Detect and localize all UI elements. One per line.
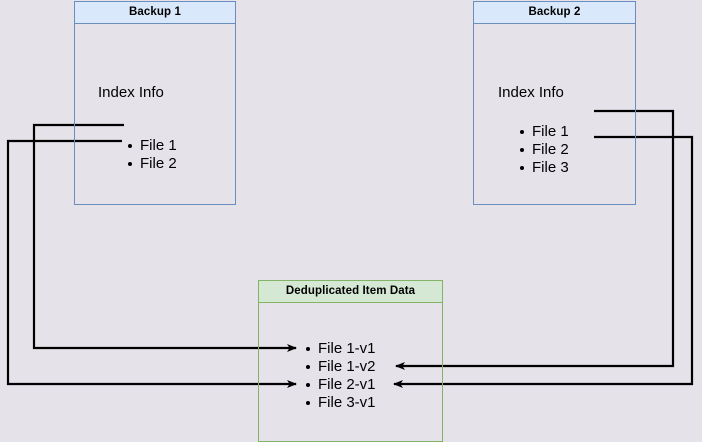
list-item[interactable]: File 1 (519, 123, 569, 141)
node-backup-1[interactable]: Backup 1 Index Info File 1 File 2 (74, 1, 236, 205)
list-item[interactable]: File 2-v1 (305, 376, 376, 394)
list-item[interactable]: File 1 (127, 137, 177, 155)
dedup-item-list: File 1-v1 File 1-v2 File 2-v1 File 3-v1 (305, 340, 376, 412)
node-backup-1-body: Index Info File 1 File 2 (74, 24, 236, 205)
node-backup-2[interactable]: Backup 2 Index Info File 1 File 2 File 3 (473, 1, 636, 205)
backup-2-index-info-label: Index Info (498, 84, 564, 101)
node-backup-1-title: Backup 1 (75, 2, 235, 24)
list-item[interactable]: File 3 (519, 159, 569, 177)
list-item[interactable]: File 1-v2 (305, 358, 376, 376)
list-item[interactable]: File 2 (127, 155, 177, 173)
backup-1-file-list: File 1 File 2 (127, 137, 177, 173)
node-deduplicated-item-data[interactable]: Deduplicated Item Data File 1-v1 File 1-… (258, 280, 443, 442)
list-item[interactable]: File 3-v1 (305, 394, 376, 412)
node-backup-2-title: Backup 2 (474, 2, 635, 24)
node-dedup-title: Deduplicated Item Data (259, 281, 442, 303)
node-backup-2-body: Index Info File 1 File 2 File 3 (473, 24, 636, 205)
node-dedup-body: File 1-v1 File 1-v2 File 2-v1 File 3-v1 (258, 303, 443, 442)
backup-2-file-list: File 1 File 2 File 3 (519, 123, 569, 177)
list-item[interactable]: File 2 (519, 141, 569, 159)
list-item[interactable]: File 1-v1 (305, 340, 376, 358)
backup-1-index-info-label: Index Info (98, 84, 164, 101)
